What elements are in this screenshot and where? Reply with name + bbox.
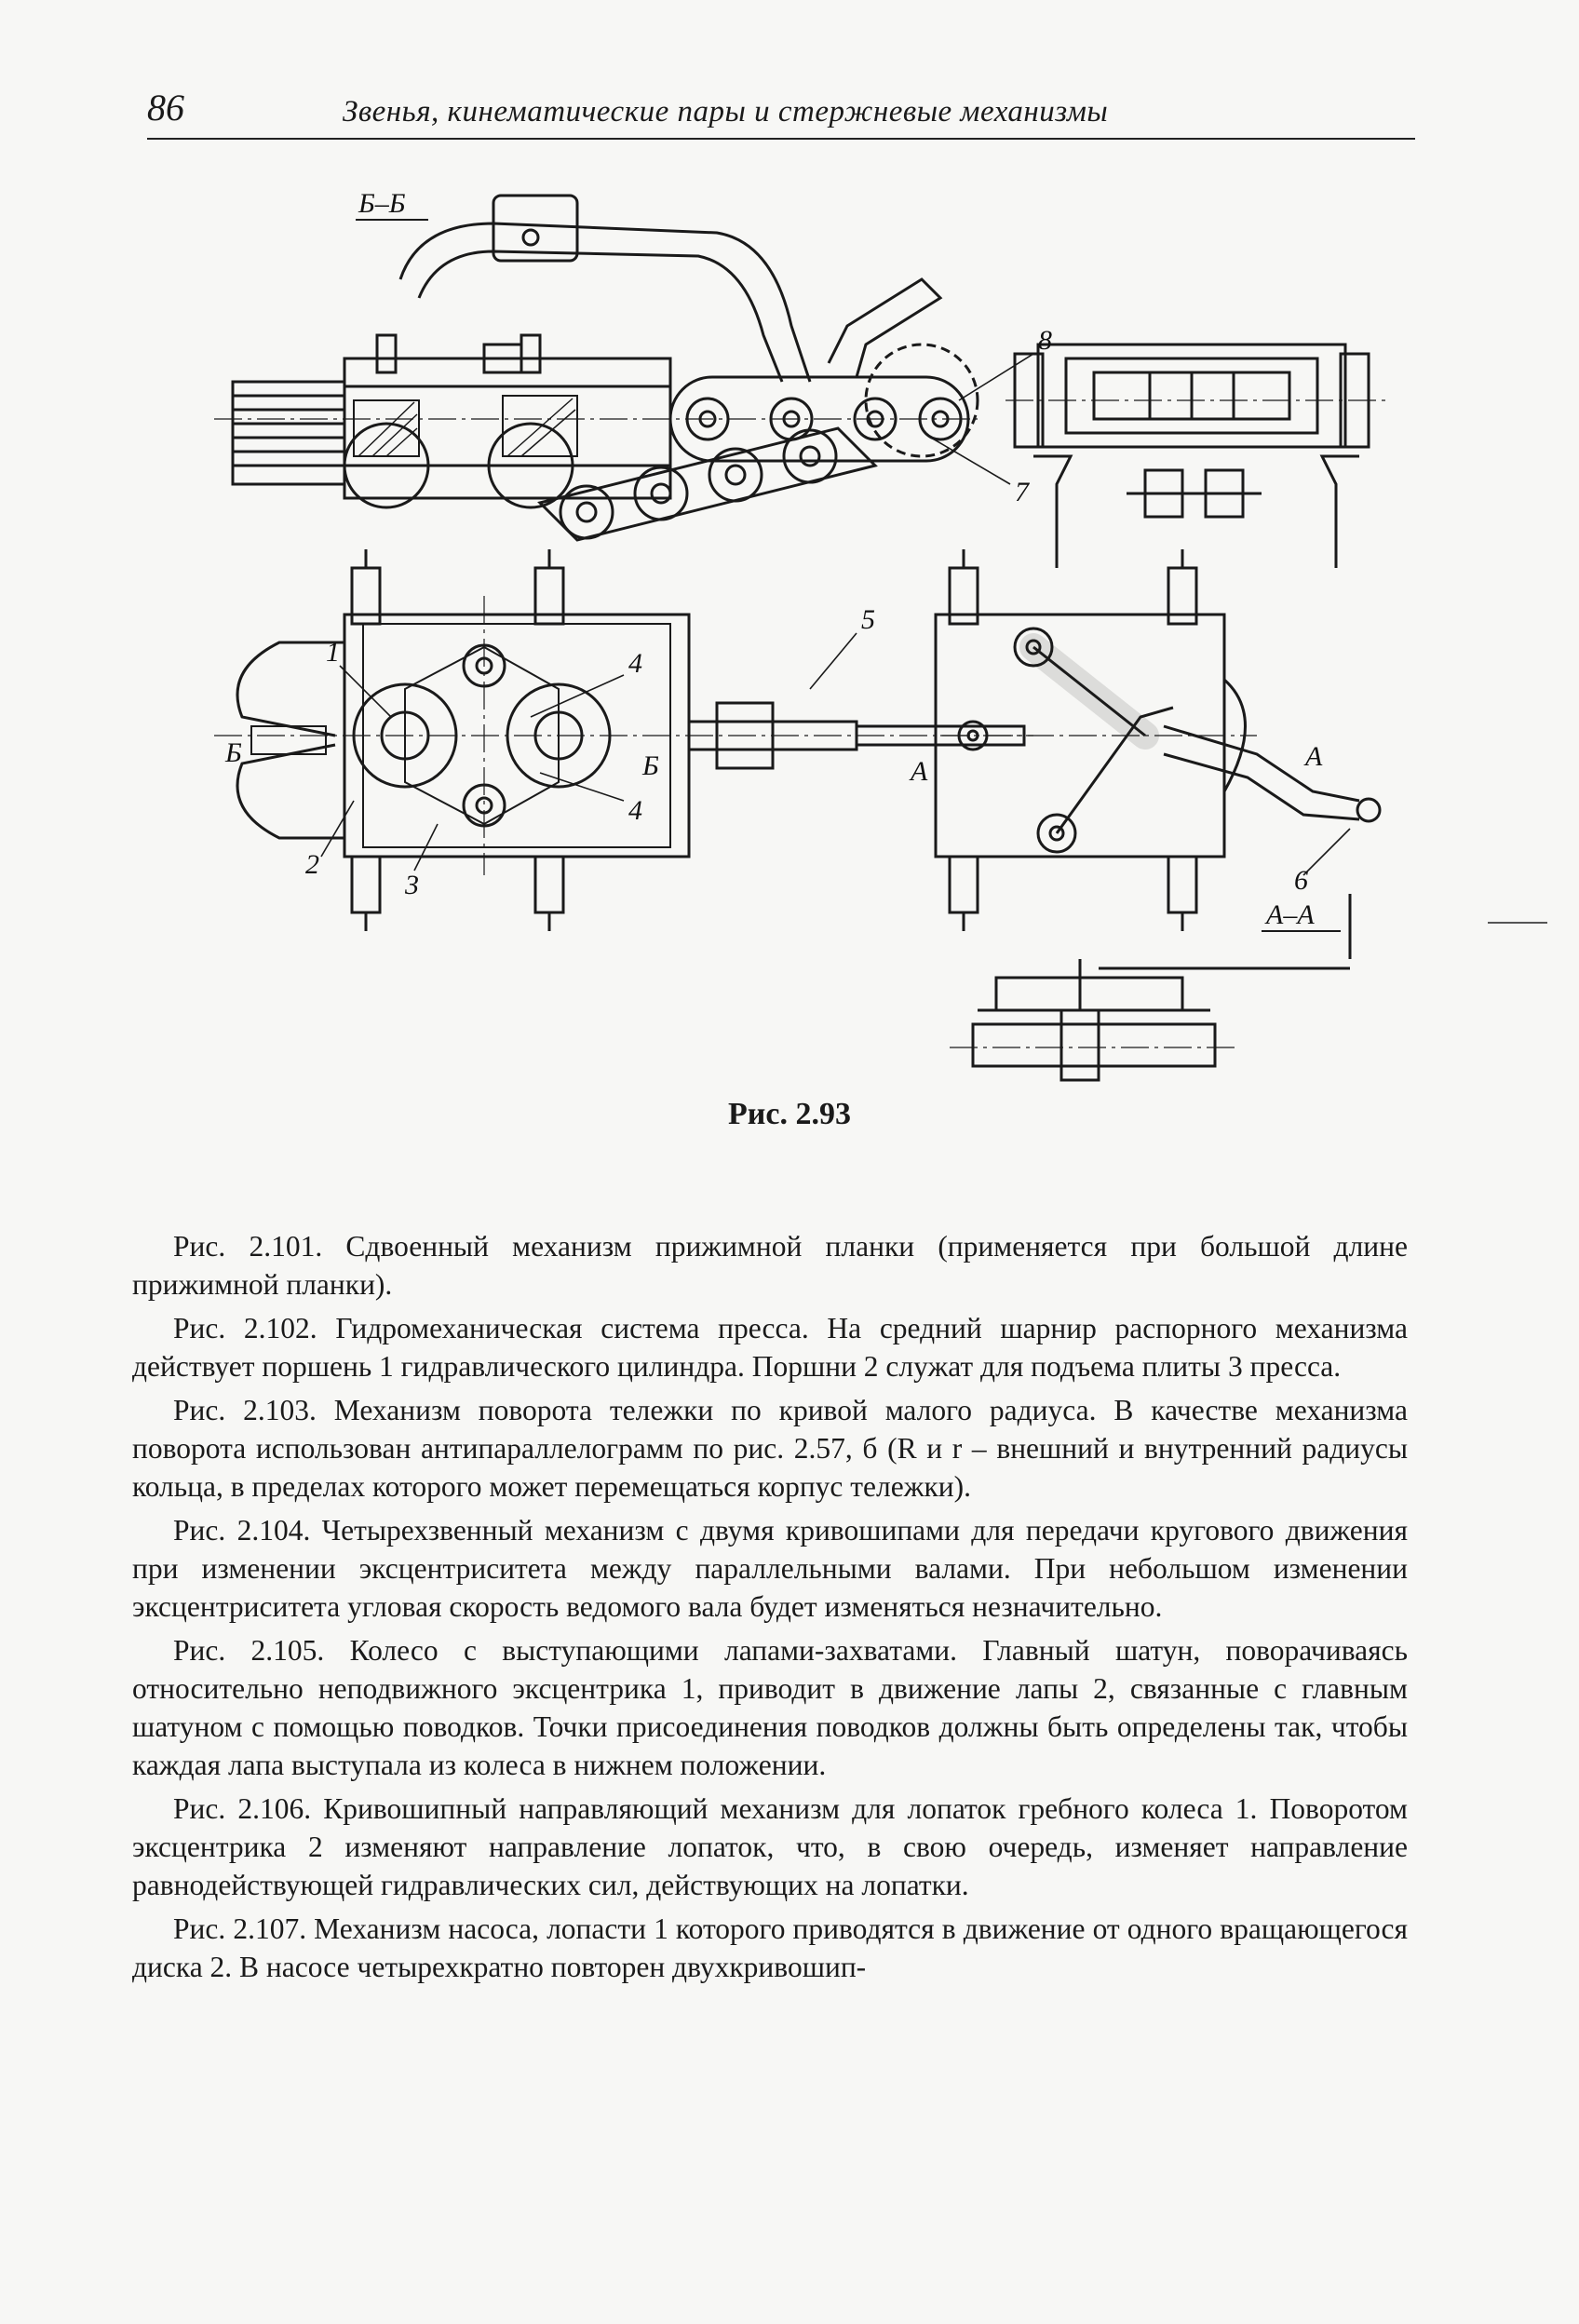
cut-letter-a-left: А (909, 756, 928, 787)
section-aa-view (950, 894, 1352, 1082)
part-number-8: 8 (1038, 325, 1052, 356)
page-header: 86 Звенья, кинематические пары и стержне… (147, 76, 1415, 143)
body-text: Рис. 2.101. Сдвоенный механизм прижимной… (132, 1227, 1408, 1992)
paragraph-fig-2-102: Рис. 2.102. Гидромеханическая система пр… (132, 1312, 1408, 1383)
cut-letter-b-right: Б (641, 750, 659, 781)
paragraph-fig-2-103: Рис. 2.103. Механизм поворота тележки по… (132, 1394, 1408, 1503)
part-number-3: 3 (404, 870, 419, 900)
header-rule (147, 138, 1415, 140)
part-number-4-upper: 4 (628, 648, 642, 679)
part-number-5: 5 (861, 604, 875, 635)
part-number-1: 1 (326, 637, 340, 668)
paragraph-fig-2-104: Рис. 2.104. Четырехзвенный механизм с дв… (132, 1514, 1408, 1623)
figure-caption: Рис. 2.93 (728, 1097, 851, 1131)
part-number-4-lower: 4 (628, 795, 642, 826)
section-label-bb: Б–Б (358, 188, 406, 219)
cut-letter-b-left: Б (224, 737, 242, 768)
paragraph-fig-2-101: Рис. 2.101. Сдвоенный механизм прижимной… (132, 1230, 1408, 1301)
paragraph-fig-2-106: Рис. 2.106. Кривошипный направляющий мех… (132, 1792, 1408, 1901)
page-number: 86 (147, 87, 184, 128)
part-number-2: 2 (305, 849, 319, 880)
part-number-6: 6 (1294, 865, 1308, 896)
paragraph-fig-2-107: Рис. 2.107. Механизм насоса, лопасти 1 к… (132, 1912, 1408, 1983)
mechanism-drawing: Б–Б А–А 1 2 3 4 4 5 6 7 8 Б Б А А (214, 188, 1387, 1082)
plan-view-left (214, 549, 1033, 931)
margin-mark (1488, 922, 1547, 924)
cut-letter-a-right: А (1303, 741, 1323, 772)
plan-view-right (934, 549, 1382, 931)
end-view (1005, 343, 1387, 568)
figure-2-93: Б–Б А–А 1 2 3 4 4 5 6 7 8 Б Б А А (140, 158, 1443, 1089)
section-label-aa: А–А (1264, 899, 1315, 930)
section-bb-view (214, 194, 979, 542)
running-title: Звенья, кинематические пары и стержневые… (343, 95, 1109, 128)
part-number-7: 7 (1015, 477, 1031, 507)
paragraph-fig-2-105: Рис. 2.105. Колесо с выступающими лапами… (132, 1634, 1408, 1781)
